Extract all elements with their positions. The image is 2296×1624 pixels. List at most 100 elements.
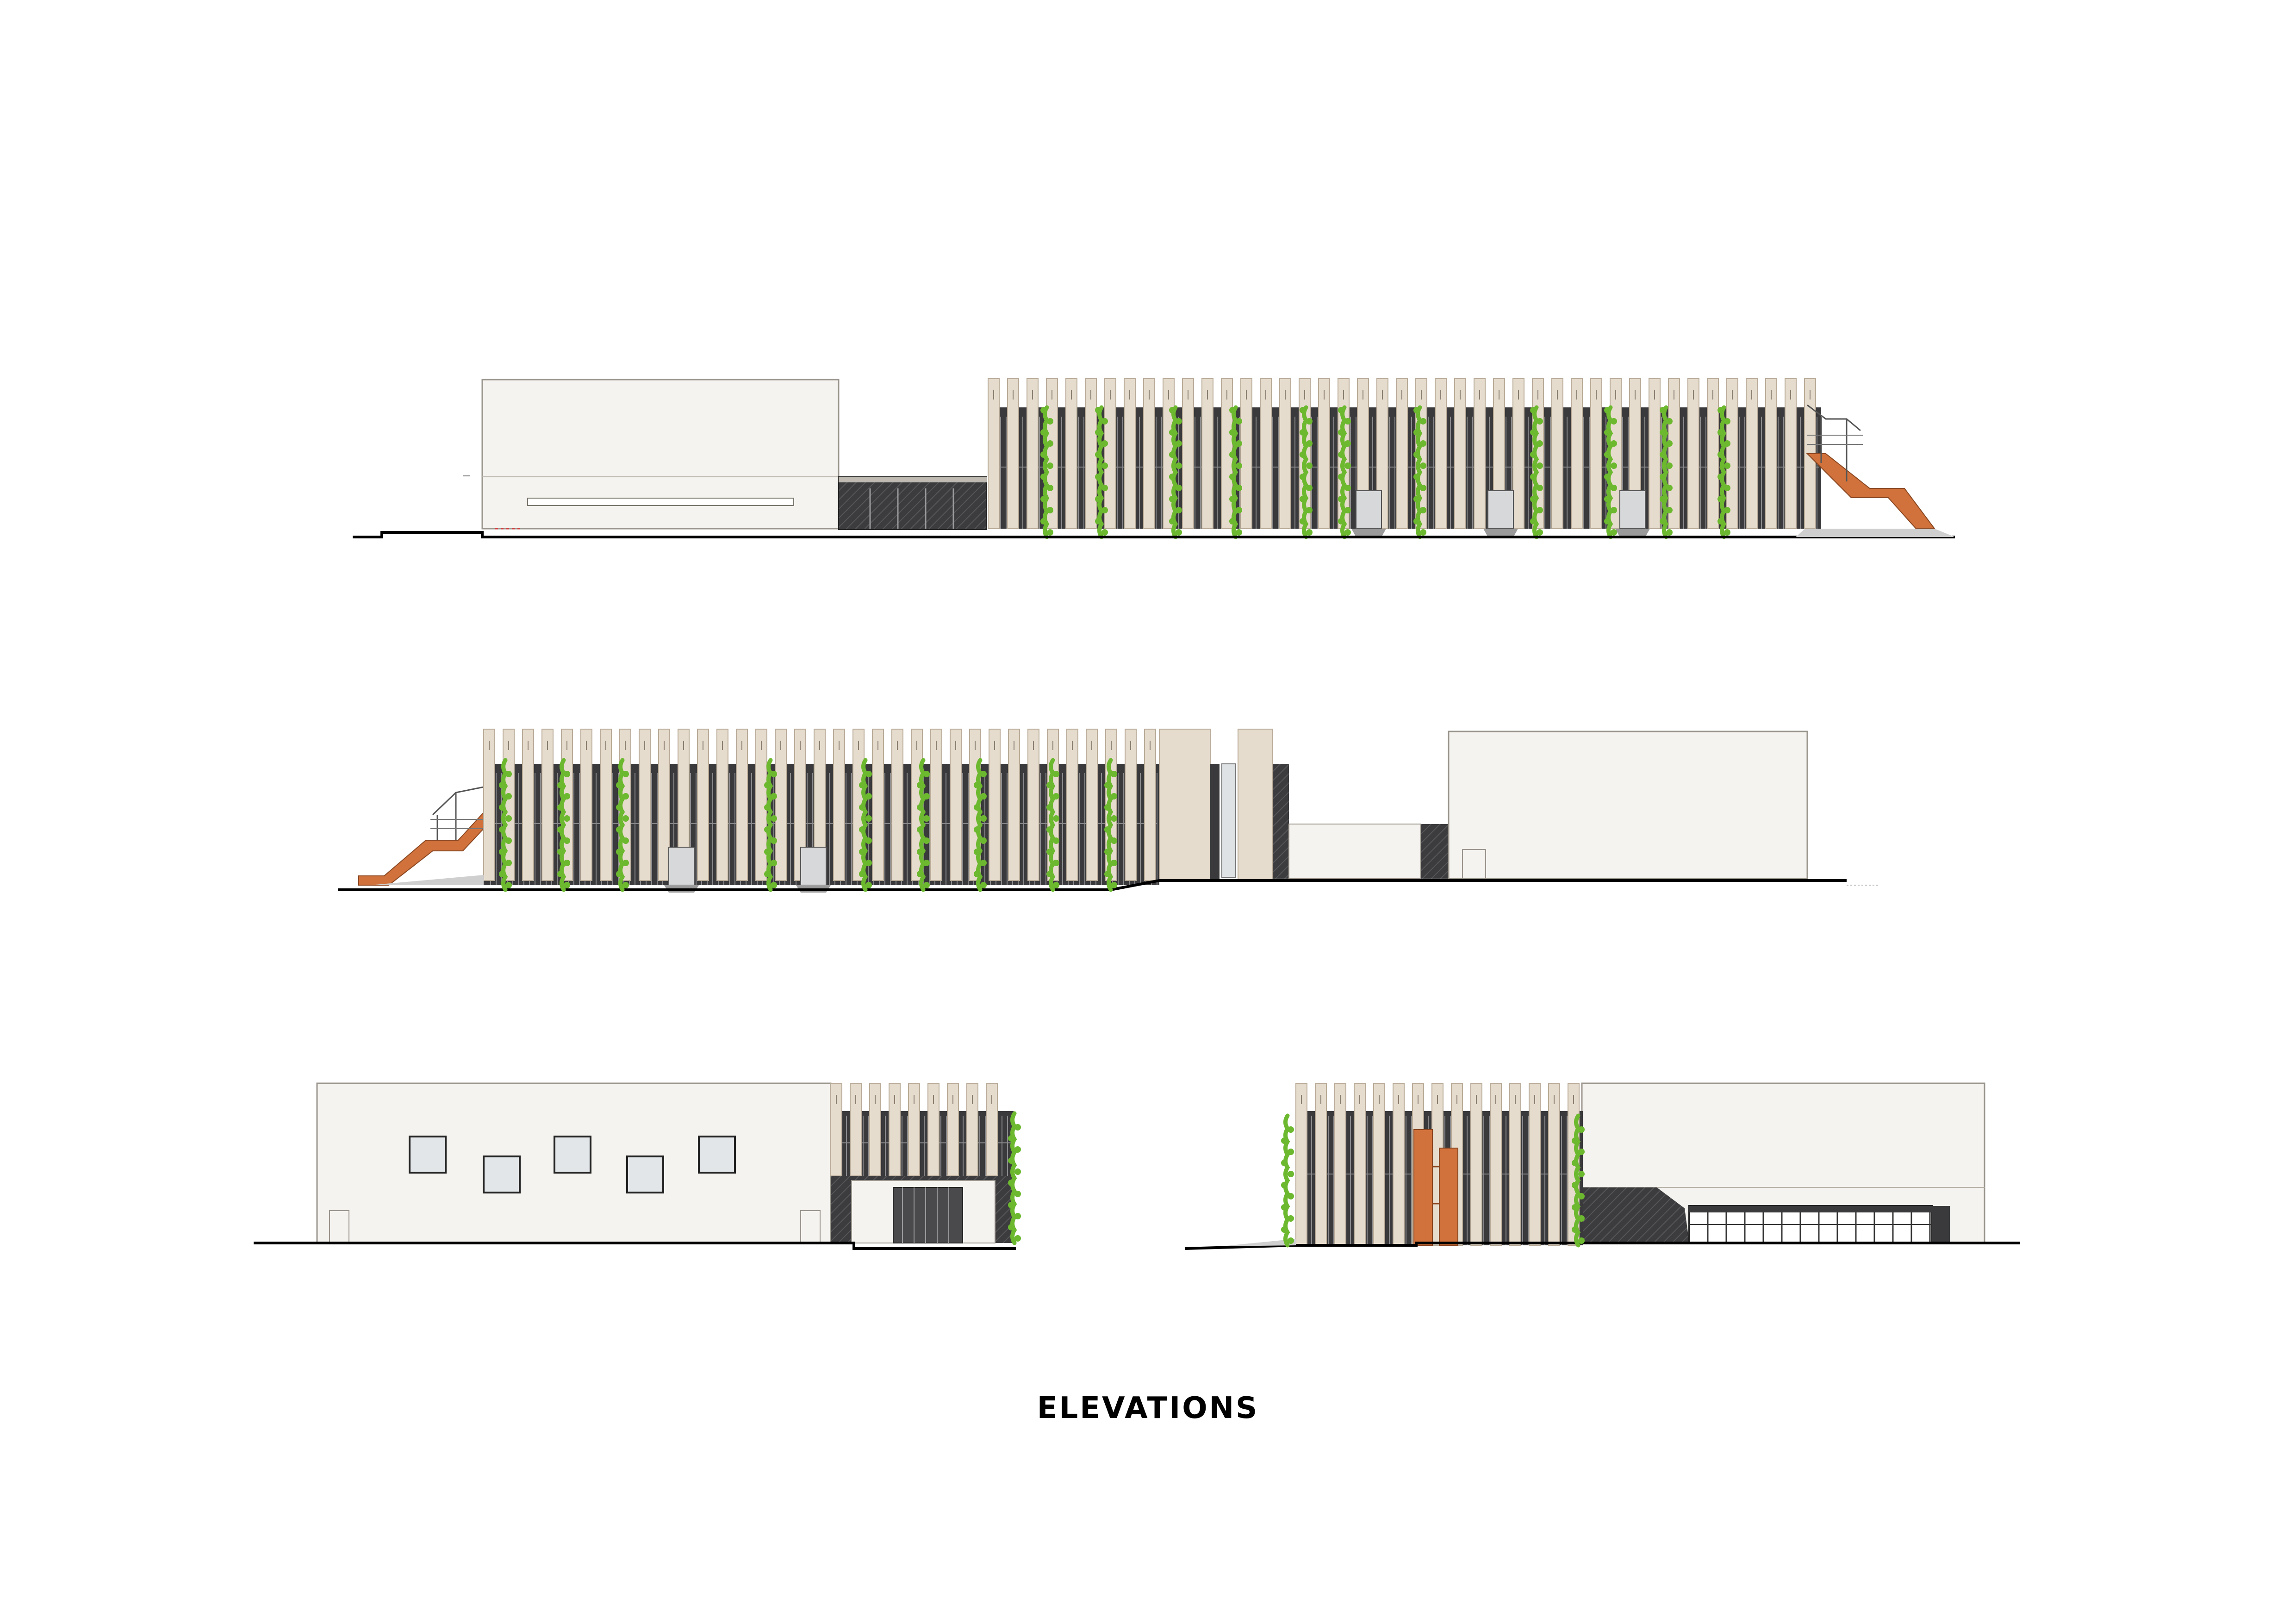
vertical-fin bbox=[1008, 729, 1020, 881]
vertical-fin bbox=[1373, 1083, 1385, 1246]
low-volume bbox=[1288, 824, 1449, 879]
ivy-leaf bbox=[1660, 518, 1666, 525]
ivy-leaf bbox=[980, 793, 987, 800]
vertical-fin bbox=[736, 729, 748, 881]
ivy-leaf bbox=[1104, 849, 1111, 855]
ivy-leaf bbox=[1176, 418, 1182, 425]
ivy-leaf bbox=[505, 793, 512, 800]
ivy-leaf bbox=[1660, 451, 1666, 458]
ivy-leaf bbox=[1530, 518, 1537, 525]
ivy-leaf bbox=[1578, 1126, 1585, 1133]
ivy-leaf bbox=[1176, 440, 1182, 447]
ivy-leaf bbox=[1169, 474, 1176, 480]
ivy-leaf bbox=[622, 860, 629, 866]
ivy-leaf bbox=[771, 815, 777, 822]
ivy-leaf bbox=[1236, 418, 1242, 425]
vertical-fin bbox=[1509, 1083, 1521, 1246]
ivy-leaf bbox=[1101, 485, 1108, 491]
vertical-fin bbox=[1315, 1083, 1327, 1246]
sheet-title: ELEVATIONS bbox=[1037, 1391, 1259, 1425]
ivy-stem bbox=[1171, 405, 1178, 539]
ivy-leaf bbox=[1306, 529, 1313, 536]
ivy-leaf bbox=[1413, 407, 1420, 413]
ivy-leaf bbox=[499, 871, 505, 877]
ivy-leaf bbox=[1288, 1193, 1294, 1199]
ivy-leaf bbox=[557, 826, 564, 833]
ivy-leaf bbox=[859, 871, 865, 877]
ivy-leaf bbox=[923, 882, 930, 888]
ivy-leaf bbox=[1053, 771, 1059, 777]
vertical-fin bbox=[1746, 378, 1758, 529]
ivy-leaf bbox=[1530, 496, 1537, 502]
ivy-leaf bbox=[1413, 496, 1420, 502]
ivy-leaf bbox=[499, 849, 505, 855]
ivy-leaf bbox=[557, 804, 564, 811]
ivy-leaf bbox=[1014, 1124, 1021, 1131]
ivy-leaf bbox=[1578, 1193, 1585, 1199]
ivy-leaf bbox=[980, 860, 987, 866]
vertical-fin bbox=[522, 729, 534, 881]
ivy-leaf bbox=[1306, 440, 1313, 447]
vertical-fin bbox=[872, 729, 884, 881]
ivy-leaf bbox=[764, 782, 771, 788]
vertical-fin bbox=[1474, 378, 1486, 529]
vertical-fin bbox=[1687, 378, 1699, 529]
ivy-leaf bbox=[1169, 518, 1176, 525]
ivy-leaf bbox=[616, 871, 622, 877]
ivy-leaf bbox=[1053, 815, 1059, 822]
vertical-fin bbox=[1393, 1083, 1405, 1246]
ivy-leaf bbox=[1717, 518, 1724, 525]
ivy-leaf bbox=[1338, 496, 1344, 502]
ivy-leaf bbox=[1530, 429, 1537, 436]
ivy-leaf bbox=[865, 793, 872, 800]
ivy-leaf bbox=[1306, 462, 1313, 469]
ivy-leaf bbox=[1413, 451, 1420, 458]
ivy-leaf bbox=[980, 815, 987, 822]
ivy-stem bbox=[1574, 1113, 1581, 1248]
ivy-leaf bbox=[1047, 462, 1053, 469]
elevation-1 bbox=[353, 378, 1955, 539]
ivy-leaf bbox=[1724, 485, 1730, 491]
ivy-leaf bbox=[1300, 518, 1306, 525]
ivy-leaf bbox=[1611, 418, 1617, 425]
ivy-leaf bbox=[1104, 804, 1111, 811]
ivy-leaf bbox=[1572, 1182, 1578, 1188]
ivy-leaf bbox=[499, 804, 505, 811]
ivy-leaf bbox=[1604, 496, 1611, 502]
ivy-leaf bbox=[1008, 1224, 1014, 1230]
ivy-leaf bbox=[1104, 826, 1111, 833]
ivy-leaf bbox=[1344, 462, 1351, 469]
vertical-fin bbox=[1182, 378, 1194, 529]
ivy-leaf bbox=[1666, 529, 1673, 536]
ivy-leaf bbox=[1611, 462, 1617, 469]
ivy-leaf bbox=[505, 771, 512, 777]
vertical-fin bbox=[1334, 1083, 1346, 1246]
stair-tower bbox=[1159, 729, 1289, 881]
ivy-stem bbox=[501, 758, 508, 892]
ivy-leaf bbox=[1229, 474, 1236, 480]
vertical-fin bbox=[1201, 378, 1213, 529]
ivy-leaf bbox=[980, 882, 987, 888]
ivy-leaf bbox=[1229, 429, 1236, 436]
ivy-stem bbox=[1340, 405, 1347, 539]
ivy-leaf bbox=[865, 771, 872, 777]
ivy-leaf bbox=[1338, 429, 1344, 436]
ivy-leaf bbox=[764, 826, 771, 833]
ivy-leaf bbox=[1104, 871, 1111, 877]
ivy-leaf bbox=[1236, 440, 1242, 447]
ivy-leaf bbox=[974, 804, 980, 811]
ivy-leaf bbox=[1008, 1157, 1014, 1164]
ivy-leaf bbox=[1572, 1226, 1578, 1233]
elevation-3-left bbox=[254, 1082, 1021, 1250]
ivy-leaf bbox=[1611, 529, 1617, 536]
ivy-leaf bbox=[1537, 485, 1543, 491]
ivy-leaf bbox=[1344, 440, 1351, 447]
ivy-leaf bbox=[865, 837, 872, 844]
ground-line bbox=[338, 875, 1879, 891]
ivy-leaf bbox=[616, 849, 622, 855]
ivy-leaf bbox=[1420, 507, 1426, 513]
ivy-leaf bbox=[622, 882, 629, 888]
ivy-leaf bbox=[1288, 1237, 1294, 1244]
ivy-leaf bbox=[1300, 496, 1306, 502]
ivy-leaf bbox=[499, 826, 505, 833]
